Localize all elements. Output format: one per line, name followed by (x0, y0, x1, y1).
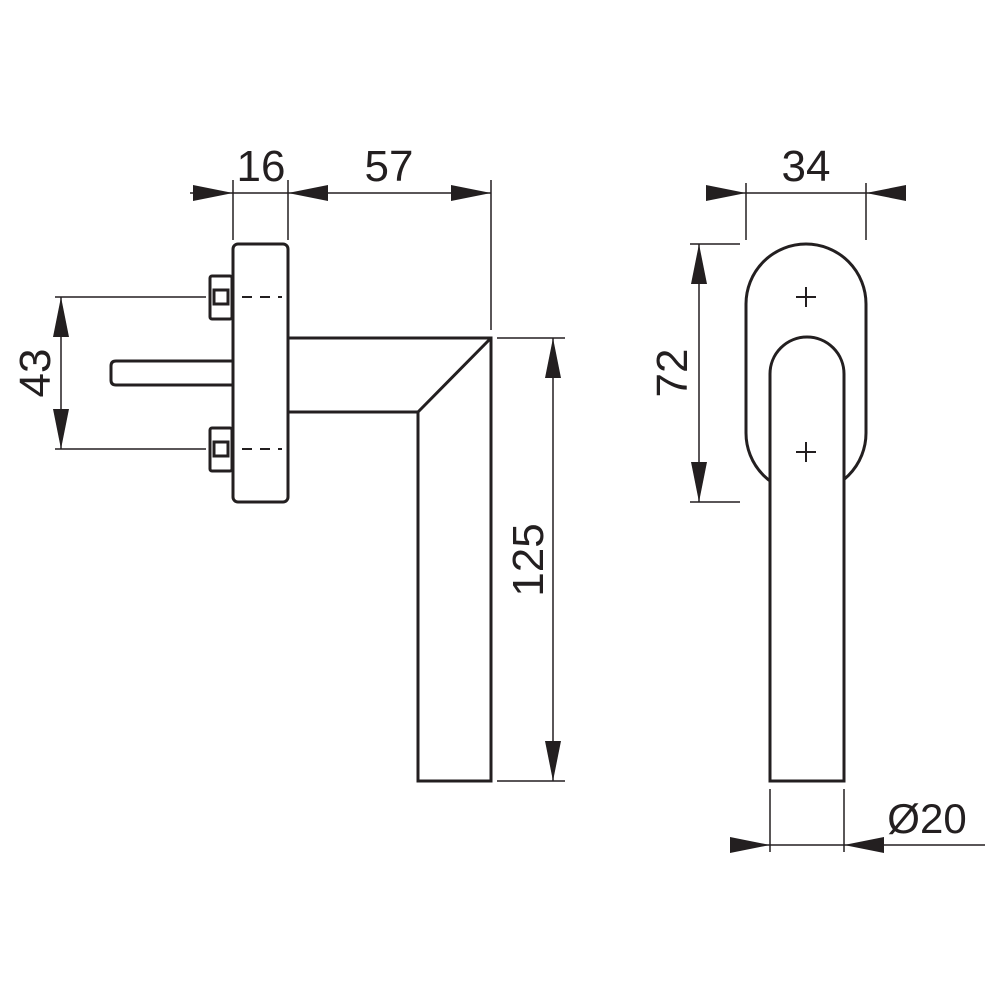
dim-label-rose-width: 34 (782, 142, 831, 191)
screw-bottom (208, 426, 234, 473)
dim-label-rose-thickness: 16 (237, 142, 286, 191)
dim-label-screw-spacing: 43 (11, 349, 60, 398)
front-view (744, 242, 868, 783)
rose-plate-side (231, 242, 290, 504)
dim-label-rose-height: 72 (648, 349, 697, 398)
screw-mark-top (796, 287, 816, 307)
front-dimension-lines (690, 183, 985, 853)
spindle (109, 359, 233, 387)
grip-front (768, 335, 846, 783)
handle-lever-side (288, 336, 493, 783)
screw-mark-bottom (796, 442, 816, 462)
side-view (109, 242, 493, 783)
side-dimension-lines (53, 180, 565, 782)
dim-label-grip-diameter: Ø20 (887, 795, 966, 842)
dim-label-projection: 57 (365, 142, 414, 191)
screw-top (208, 274, 234, 321)
dim-label-handle-length: 125 (504, 523, 553, 596)
